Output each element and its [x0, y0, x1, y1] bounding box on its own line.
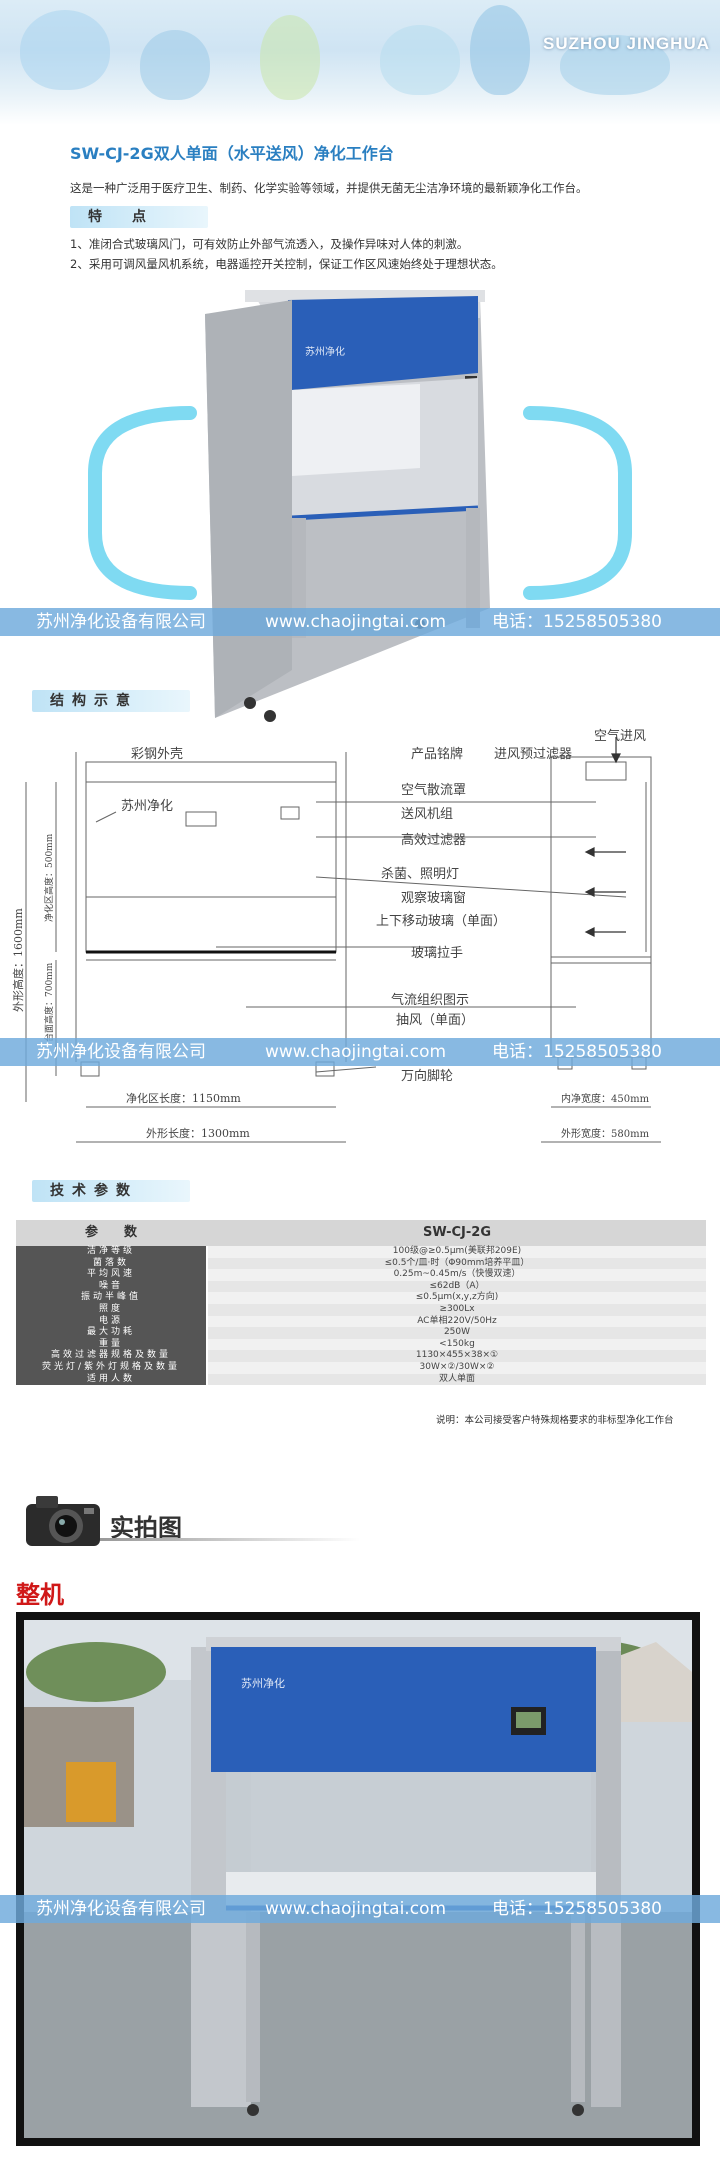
watermark-bar: 苏州净化设备有限公司 www.chaojingtai.com 电话：152585… [0, 608, 720, 636]
product-title: SW-CJ-2G双人单面（水平送风）净化工作台 [70, 144, 394, 163]
label-uv-lamp: 杀菌、照明灯 [381, 867, 459, 882]
label-outer-length: 外形长度：1300mm [146, 1126, 250, 1140]
photos-heading: 实拍图 [110, 1514, 182, 1542]
watermark-phone: 电话：15258505380 [492, 1042, 662, 1062]
label-pre-filter: 进风预过滤器 [494, 747, 572, 762]
label-clean-length: 净化区长度：1150mm [126, 1091, 241, 1105]
spec-note: 说明：本公司接受客户特殊规格要求的非标型净化工作台 [436, 1415, 674, 1426]
spec-row: 适用人数双人单面 [16, 1373, 706, 1386]
label-outer-width: 外形宽度：580mm [561, 1127, 650, 1140]
watermark-website: www.chaojingtai.com [265, 1042, 447, 1062]
hero-panel-brand: 苏州净化 [305, 345, 345, 358]
product-hero-image: 苏州净化 [0, 278, 720, 728]
watermark-phone: 电话：15258505380 [492, 1899, 662, 1919]
label-glass-handle: 玻璃拉手 [411, 946, 463, 961]
watermark-company: 苏州净化设备有限公司 [36, 612, 206, 632]
camera-icon [22, 1490, 104, 1554]
spec-col-model: SW-CJ-2G [422, 1225, 491, 1240]
spec-col-param: 参 数 [84, 1225, 137, 1240]
product-intro: 这是一种广泛用于医疗卫生、制药、化学实验等领域，并提供无菌无尘洁净环境的最新颖净… [70, 181, 588, 195]
label-diffuser: 空气散流罩 [401, 782, 466, 798]
watermark-phone: 电话：15258505380 [492, 612, 662, 632]
label-caster: 万向脚轮 [401, 1068, 453, 1084]
spec-table-header: 参 数 SW-CJ-2G [16, 1220, 706, 1246]
header-banner: SUZHOU JINGHUA [0, 0, 720, 125]
label-airflow: 气流组织图示 [391, 992, 469, 1008]
feature-item: 1、准闭合式玻璃风门，可有效防止外部气流透入，及操作异味对人体的刺激。 [70, 237, 469, 251]
watermark-website: www.chaojingtai.com [265, 1899, 447, 1919]
label-fan-unit: 送风机组 [401, 807, 453, 822]
watermark-bar: 苏州净化设备有限公司 www.chaojingtai.com 电话：152585… [0, 1895, 720, 1923]
whole-machine-label: 整机 [16, 1581, 64, 1609]
label-air-in: 空气进风 [594, 728, 646, 744]
features-list: 1、准闭合式玻璃风门，可有效防止外部气流透入，及操作异味对人体的刺激。 2、采用… [70, 234, 503, 274]
spec-row: 菌落数≤0.5个/皿·时（Φ90mm培养平皿） [16, 1257, 706, 1270]
features-heading: 特 点 [70, 206, 208, 228]
label-brand-panel: 苏州净化 [121, 798, 173, 814]
label-table-height: 台面高度：700mm [43, 962, 55, 1042]
label-outer-height: 外形高度：1600mm [11, 908, 25, 1012]
label-nameplate: 产品铭牌 [411, 746, 463, 762]
label-sliding-glass: 上下移动玻璃（单面） [376, 914, 506, 929]
label-steel-shell: 彩钢外壳 [131, 747, 183, 762]
params-heading: 技术参数 [32, 1180, 190, 1202]
photo-panel-brand: 苏州净化 [241, 1676, 285, 1690]
label-airflow-sub: 抽风（单面） [396, 1013, 474, 1028]
spec-row: 振动半峰值≤0.5μm(x,y,z方向) [16, 1292, 706, 1304]
whole-machine-photo: 苏州净化 [16, 1612, 700, 2146]
structure-heading: 结构示意 [32, 690, 190, 712]
label-hepa: 高效过滤器 [401, 832, 466, 848]
label-view-window: 观察玻璃窗 [401, 890, 466, 906]
spec-row: 照度≥300Lx [16, 1303, 706, 1316]
structure-diagram: 彩钢外壳 苏州净化 产品铭牌 进风预过滤器 空气进风 空气散流罩 送风机组 高效… [11, 722, 706, 1152]
spec-row: 噪音≤62dB（A） [16, 1280, 706, 1293]
brand-name: SUZHOU JINGHUA [542, 34, 710, 53]
watermark-company: 苏州净化设备有限公司 [36, 1042, 206, 1062]
feature-item: 2、采用可调风量风机系统，电器遥控开关控制，保证工作区风速始终处于理想状态。 [70, 257, 503, 271]
watermark-website: www.chaojingtai.com [265, 612, 447, 632]
label-clean-height: 净化区高度：500mm [43, 833, 55, 922]
watermark-bar: 苏州净化设备有限公司 www.chaojingtai.com 电话：152585… [0, 1038, 720, 1066]
label-inner-width: 内净宽度：450mm [561, 1092, 650, 1105]
watermark-company: 苏州净化设备有限公司 [36, 1899, 206, 1919]
spec-row: 重量<150kg [16, 1338, 706, 1351]
heading-underline [100, 1538, 360, 1541]
